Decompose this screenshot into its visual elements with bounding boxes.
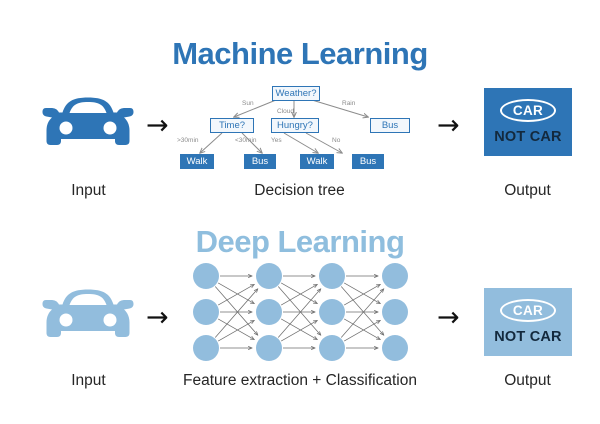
nn-edge: [217, 284, 254, 306]
tree-node-weather[interactable]: Weather?: [272, 86, 320, 101]
nn-node: [382, 299, 408, 325]
not-car-label-dl: NOT CAR: [494, 329, 562, 345]
nn-node: [382, 335, 408, 361]
nn-edge: [340, 286, 384, 336]
not-car-label-ml: NOT CAR: [494, 129, 562, 145]
tree-edge-label-yes: Yes: [271, 137, 282, 144]
nn-edge: [343, 282, 380, 304]
deep-learning-title: Deep Learning: [195, 224, 405, 259]
arrow-input-to-model-ml: →: [146, 110, 169, 141]
nn-edge: [277, 286, 321, 336]
nn-edge: [217, 320, 254, 342]
nn-node: [256, 299, 282, 325]
output-box-dl: CAR NOT CAR: [484, 288, 572, 356]
tree-leaf-bus-1[interactable]: Bus: [244, 154, 276, 169]
nn-node: [193, 335, 219, 361]
nn-edge: [340, 289, 384, 338]
nn-edge: [217, 282, 254, 304]
caption-output-dl: Output: [504, 372, 551, 389]
neural-network-graph: [193, 263, 408, 361]
nn-edge: [214, 289, 258, 338]
tree-leaf-bus-2[interactable]: Bus: [352, 154, 384, 169]
arrow-model-to-output-dl: →: [437, 302, 460, 333]
tree-edge-label-rain: Rain: [342, 100, 356, 107]
nn-edge: [280, 284, 317, 306]
car-badge-dl: CAR: [500, 299, 556, 322]
tree-edge-label-sun: Sun: [242, 100, 254, 107]
nn-edge: [280, 282, 317, 304]
car-badge-ml: CAR: [500, 99, 556, 122]
tree-node-bus-rain[interactable]: Bus: [370, 118, 410, 133]
tree-edge-label-cloud: Cloud: [277, 108, 294, 115]
nn-edge: [277, 289, 321, 338]
arrow-model-to-output-ml: →: [437, 110, 460, 141]
decision-tree: Weather? Time? Hungry? Bus Walk Bus Walk…: [172, 84, 422, 172]
car-front-icon: [42, 288, 134, 349]
tree-node-hungry[interactable]: Hungry?: [271, 118, 319, 133]
tree-edge-label-no: No: [332, 137, 341, 144]
decision-tree-edges: [172, 99, 422, 172]
tree-node-time[interactable]: Time?: [210, 118, 254, 133]
car-front-icon: [42, 96, 134, 157]
nn-node: [256, 335, 282, 361]
machine-learning-title: Machine Learning: [172, 36, 428, 71]
output-box-ml: CAR NOT CAR: [484, 88, 572, 156]
tree-leaf-walk-2[interactable]: Walk: [300, 154, 334, 169]
nn-edge: [217, 318, 254, 340]
nn-edge: [343, 320, 380, 342]
arrow-input-to-model-dl: →: [146, 302, 169, 333]
tree-edge-label-lt30min: <30min: [235, 137, 257, 144]
caption-input-dl: Input: [71, 372, 106, 389]
car-badge-text-ml: CAR: [512, 103, 544, 118]
caption-input-ml: Input: [71, 182, 106, 199]
nn-edge: [280, 320, 317, 342]
nn-node: [193, 263, 219, 289]
neural-network: [192, 262, 408, 362]
nn-edge: [214, 286, 258, 336]
nn-edge: [280, 318, 317, 340]
nn-node: [319, 263, 345, 289]
nn-node: [193, 299, 219, 325]
tree-edge-label-gt30min: >30min: [177, 137, 199, 144]
nn-edge: [343, 284, 380, 306]
nn-node: [319, 299, 345, 325]
caption-feature-extraction: Feature extraction + Classification: [183, 372, 417, 389]
caption-output-ml: Output: [504, 182, 551, 199]
nn-node: [382, 263, 408, 289]
caption-decision-tree: Decision tree: [254, 182, 345, 199]
nn-edge: [343, 318, 380, 340]
car-badge-text-dl: CAR: [512, 303, 544, 318]
nn-node: [256, 263, 282, 289]
nn-node: [319, 335, 345, 361]
tree-leaf-walk-1[interactable]: Walk: [180, 154, 214, 169]
